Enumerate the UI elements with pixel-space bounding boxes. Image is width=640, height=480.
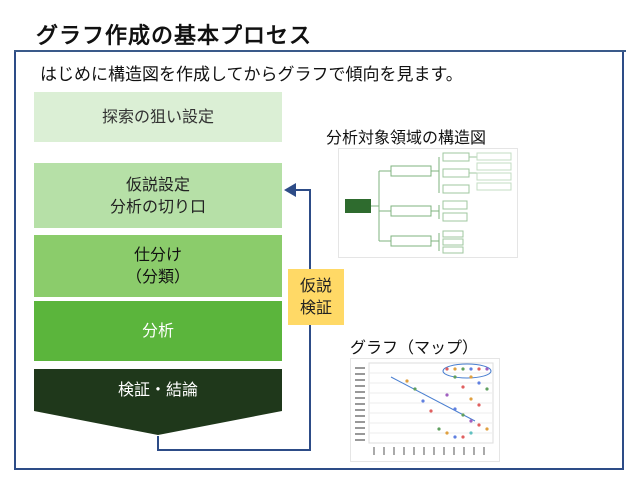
page-subtitle: はじめに構造図を作成してからグラフで傾向を見ます。 [40, 65, 463, 85]
content-frame [14, 52, 624, 470]
title-underline [14, 50, 626, 52]
tree-diagram-image [345, 152, 512, 254]
step-classification-line1: 仕分け [133, 245, 182, 264]
step-verification-conclusion: 検証・結論 [34, 369, 282, 411]
page-title: グラフ作成の基本プロセス [36, 24, 313, 49]
hypothesis-line2: 検証 [299, 298, 332, 317]
step-hypothesis-setting: 仮説設定 分析の切り口 [34, 163, 282, 228]
structure-diagram-label: 分析対象領域の構造図 [326, 128, 487, 147]
graph-map-thumbnail [350, 358, 500, 462]
step-verification-label: 検証・結論 [117, 380, 198, 399]
hypothesis-verification-box: 仮説 検証 [288, 269, 344, 325]
structure-diagram-thumbnail [338, 148, 518, 258]
step-hypothesis-setting-line1: 仮説設定 [125, 174, 190, 194]
step-analysis: 分析 [34, 301, 282, 361]
step-classification-line2: （分類） [125, 267, 190, 286]
map-chart-image [355, 362, 494, 455]
step-aim-setting: 探索の狙い設定 [34, 92, 282, 142]
step-analysis-label: 分析 [141, 321, 174, 340]
step-hypothesis-setting-line2: 分析の切り口 [109, 196, 206, 216]
step-aim-setting-label: 探索の狙い設定 [101, 107, 214, 126]
hypothesis-line1: 仮説 [299, 276, 332, 295]
step-classification: 仕分け （分類） [34, 235, 282, 297]
step-arrow-tip [34, 411, 282, 435]
graph-map-label: グラフ（マップ） [350, 338, 479, 357]
